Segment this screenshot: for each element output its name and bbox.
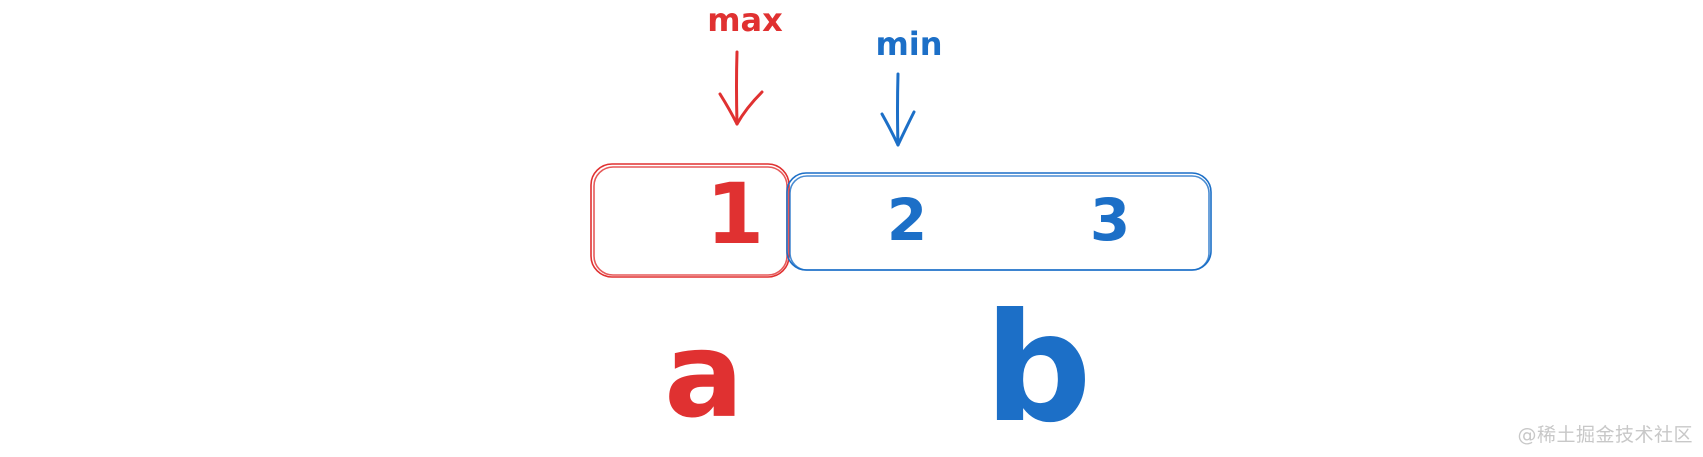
group-a-label: a (664, 306, 744, 444)
max-label: max (707, 1, 783, 39)
watermark: @稀土掘金技术社区 (1517, 424, 1693, 446)
group-b-box (786, 172, 1212, 271)
array-cell-value: 3 (1090, 186, 1130, 254)
array-cell-value: 2 (887, 186, 927, 254)
group-b-label: b (984, 282, 1091, 456)
array-cell-value: 1 (706, 165, 764, 263)
arrow-down-icon (880, 72, 916, 147)
min-label: min (875, 25, 942, 63)
arrow-down-icon (718, 50, 764, 126)
